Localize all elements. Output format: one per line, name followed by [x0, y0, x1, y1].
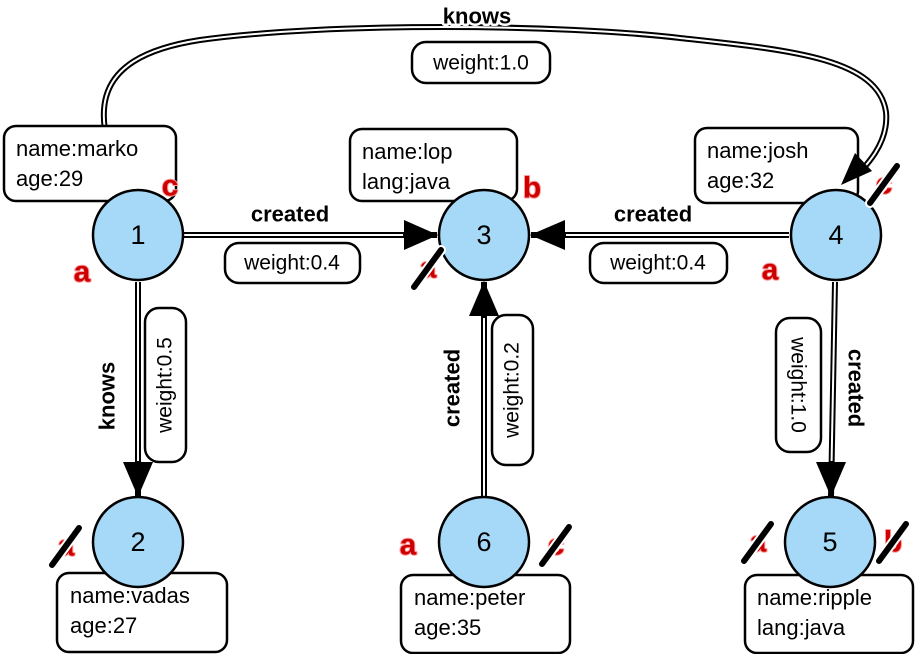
edge-knows-1-2	[123, 282, 153, 497]
property-box-marko: name:marko age:29	[2, 124, 178, 203]
vertex-6-circle	[437, 495, 531, 589]
strike-mark-a-vertex2	[49, 525, 82, 568]
property-marko-age: age:29	[16, 166, 83, 191]
vertex-1-circle	[91, 188, 185, 282]
vertex-3-id: 3	[476, 220, 491, 250]
weight-created-4-5: weight:1.0	[787, 336, 810, 433]
vertex-2-circle	[91, 495, 185, 589]
vertex-4-id: 4	[828, 220, 843, 250]
edge-label-knows-1-2: knows	[95, 362, 120, 430]
weight-knows-1-4: weight:1.0	[432, 52, 529, 75]
weight-box-created-6-3-rect	[490, 313, 535, 467]
step-marker-c-vertex1: c	[162, 170, 179, 203]
property-lop-lang: lang:java	[362, 169, 451, 194]
arrowhead-into-4	[841, 153, 872, 185]
strike-mark-c-vertex4	[867, 163, 900, 206]
property-peter-name: name:peter	[414, 585, 525, 610]
weight-box-created-4-5: weight:1.0	[774, 316, 823, 454]
vertex-2: 2	[91, 495, 185, 589]
vertex-1: 1	[91, 188, 185, 282]
edge-label-created-4-5: created	[844, 349, 869, 427]
strike-mark-a-vertex3	[411, 247, 444, 290]
vertex-5: 5	[783, 495, 877, 589]
weight-created-4-3: weight:0.4	[609, 252, 706, 275]
property-box-vadas: name:vadas age:27	[55, 571, 229, 654]
weight-box-created-1-3-rect	[223, 241, 362, 285]
weight-created-6-3: weight:0.2	[501, 342, 524, 439]
vertex-4-circle	[789, 188, 883, 282]
vertex-1-id: 1	[130, 220, 145, 250]
property-box-josh: name:josh age:32	[693, 126, 860, 205]
vertex-4: 4	[789, 188, 883, 282]
weight-box-knows-1-4: weight:1.0	[410, 40, 552, 85]
vertex-3-circle	[437, 188, 531, 282]
edge-created-4-5-line-core	[830, 281, 836, 462]
vertex-3: 3	[437, 188, 531, 282]
arrowhead-into-3-left	[404, 220, 438, 250]
step-marker-a-vertex6: a	[400, 529, 417, 562]
weight-box-created-4-3-rect	[588, 241, 729, 285]
edge-knows-1-4-line-core	[102, 26, 888, 197]
edge-created-1-3	[184, 220, 438, 250]
edge-label-created-6-3: created	[440, 349, 465, 427]
property-ripple-name: name:ripple	[757, 585, 872, 610]
step-marker-a-vertex4: a	[762, 254, 779, 287]
step-marker-a-vertex1: a	[74, 256, 91, 289]
vertex-6-id: 6	[476, 527, 491, 557]
weight-created-1-3: weight:0.4	[243, 252, 340, 275]
strike-mark-c-vertex6	[539, 524, 572, 567]
property-lop-name: name:lop	[362, 139, 453, 164]
property-box-marko-rect	[2, 124, 178, 203]
weight-box-knows-1-2-rect	[143, 306, 188, 464]
edge-created-4-5	[816, 281, 846, 498]
property-peter-age: age:35	[414, 615, 481, 640]
arrowhead-into-3-bottom	[469, 281, 499, 316]
weight-box-knows-1-4-rect	[410, 40, 552, 85]
weight-box-created-6-3: weight:0.2	[490, 313, 535, 467]
strike-mark-a-vertex5	[741, 521, 774, 564]
vertex-6: 6	[437, 495, 531, 589]
weight-knows-1-2: weight:0.5	[154, 337, 177, 434]
edge-label-knows-1-4: knows	[443, 4, 511, 29]
property-ripple-lang: lang:java	[757, 615, 846, 640]
edge-knows-1-4	[100, 24, 890, 198]
arrowhead-into-5	[816, 462, 846, 497]
edge-created-6-3	[469, 281, 499, 496]
property-vadas-age: age:27	[70, 613, 137, 638]
property-box-ripple: name:ripple lang:java	[743, 573, 915, 654]
property-josh-name: name:josh	[707, 138, 809, 163]
strike-mark-b-vertex5	[876, 521, 909, 564]
weight-box-created-1-3: weight:0.4	[223, 241, 362, 285]
arrowhead-into-3-right	[530, 220, 565, 250]
weight-box-knows-1-2: weight:0.5	[143, 306, 188, 464]
weight-box-created-4-5-rect	[774, 316, 823, 454]
property-box-lop-rect	[348, 127, 519, 203]
vertex-2-id: 2	[130, 527, 145, 557]
edge-label-created-4-3: created	[614, 202, 692, 227]
edge-label-created-1-3: created	[251, 202, 329, 227]
property-marko-name: name:marko	[16, 136, 138, 161]
property-box-lop: name:lop lang:java	[348, 127, 519, 203]
vertex-5-circle	[783, 495, 877, 589]
arrowhead-into-2	[123, 462, 153, 497]
edge-created-4-3	[530, 220, 789, 250]
property-josh-age: age:32	[707, 168, 774, 193]
weight-box-created-4-3: weight:0.4	[588, 241, 729, 285]
step-marker-b-vertex3: b	[523, 172, 541, 205]
vertex-5-id: 5	[822, 527, 837, 557]
